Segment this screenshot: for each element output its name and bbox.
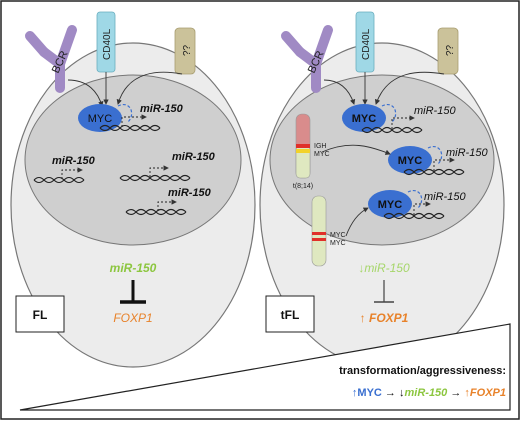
tfl-mir150-gene-1: miR-150 xyxy=(414,105,456,117)
fl-foxp1-level: FOXP1 xyxy=(113,311,152,325)
tfl-cd40l-receptor: CD40L xyxy=(355,11,375,73)
tfl-myc-protein-1 xyxy=(342,104,386,132)
tfl-myc-protein-2 xyxy=(388,146,432,174)
fl-promoter-arrow-2 xyxy=(61,167,83,179)
fl-unknown-signal xyxy=(116,71,183,105)
legend-down: ↓ xyxy=(399,387,405,399)
tfl-mir150-gene-2: miR-150 xyxy=(446,147,488,159)
tfl-foxp1-level: ↑ FOXP1 xyxy=(360,311,409,325)
tfl-bcr-receptor: BCR xyxy=(281,25,333,93)
fl-myc-protein xyxy=(78,104,122,132)
fl-mir150-level: miR-150 xyxy=(110,261,157,275)
tfl-myc-label-2: MYC xyxy=(398,155,423,167)
fl-mir150-gene-1: miR-150 xyxy=(140,103,184,115)
legend-title: transformation/aggressiveness: xyxy=(339,365,506,377)
tfl-igh-label: IGH xyxy=(314,143,326,150)
tfl-label: tFL xyxy=(281,308,300,322)
tfl-bcr-signal xyxy=(323,79,356,105)
tfl-translocation-chromosome xyxy=(295,113,311,179)
legend-arrow-1: → xyxy=(382,387,399,399)
tfl-label-box xyxy=(265,295,315,333)
tfl-myc-binding-1 xyxy=(381,104,397,123)
legend-up-2: ↑ xyxy=(464,387,470,399)
legend-mir150: miR-150 xyxy=(405,387,449,399)
tfl-dna xyxy=(361,126,465,220)
tfl-myc-binding-2 xyxy=(427,146,443,165)
fl-unknown-label: ?? xyxy=(182,44,193,56)
fl-promoter-arrow-3 xyxy=(149,165,169,177)
fl-mir150-gene-3: miR-150 xyxy=(172,151,216,163)
tfl-amplification-chromosome xyxy=(311,195,327,267)
fl-panel: BCR CD40L ?? MYC xyxy=(10,11,256,368)
fl-mir150-gene-4: miR-150 xyxy=(168,187,212,199)
tfl-cd40l-label: CD40L xyxy=(361,28,372,60)
legend-pathway: ↑MYC → ↓miR-150 → ↑FOXP1 xyxy=(352,387,506,399)
fl-unknown-receptor: ?? xyxy=(174,27,196,75)
tfl-promoter-arrow-2 xyxy=(433,157,455,171)
tfl-myc-binding-3 xyxy=(407,190,423,209)
tfl-myc-label-1: MYC xyxy=(352,113,377,125)
tfl-unknown-label: ?? xyxy=(445,44,456,56)
fl-promoter-arrow-1 xyxy=(121,114,147,127)
legend-myc: MYC xyxy=(357,387,382,399)
fl-bcr-signal xyxy=(67,79,104,107)
tfl-mir150-level: ↓miR-150 xyxy=(358,261,410,275)
legend-foxp1: FOXP1 xyxy=(470,387,506,399)
tfl-amp-myc-label-1: MYC xyxy=(330,232,346,239)
tfl-myc-protein-3 xyxy=(368,190,412,218)
tfl-promoter-arrow-3 xyxy=(413,201,431,215)
fl-promoter-arrow-4 xyxy=(157,199,177,211)
fl-dna xyxy=(33,124,191,216)
fl-myc-binding xyxy=(117,104,133,123)
tfl-translocation-label: t(8;14) xyxy=(293,183,313,190)
fl-mir150-gene-2: miR-150 xyxy=(52,155,96,167)
tfl-unknown-receptor: ?? xyxy=(437,27,459,75)
tfl-translocation-arrow xyxy=(321,144,391,155)
aggressiveness-wedge xyxy=(19,323,511,411)
tfl-amp-myc-label-2: MYC xyxy=(330,240,346,247)
tfl-mir150-gene-3: miR-150 xyxy=(424,191,466,203)
fl-cd40l-receptor: CD40L xyxy=(96,11,116,73)
tfl-panel: BCR CD40L ?? MYC MYC MYC xyxy=(259,11,505,368)
legend-up-1: ↑ xyxy=(352,387,358,399)
tfl-igh-myc-label: MYC xyxy=(314,151,330,158)
fl-label: FL xyxy=(33,308,48,322)
legend-arrow-2: → xyxy=(447,387,464,399)
tfl-myc-label-3: MYC xyxy=(378,199,403,211)
fl-label-box xyxy=(15,295,65,333)
tfl-promoter-arrow-1 xyxy=(391,115,415,129)
fl-cd40l-label: CD40L xyxy=(102,28,113,60)
tfl-unknown-signal xyxy=(374,71,445,105)
tfl-amplification-arrow xyxy=(345,207,369,237)
fl-myc-label: MYC xyxy=(88,113,113,125)
